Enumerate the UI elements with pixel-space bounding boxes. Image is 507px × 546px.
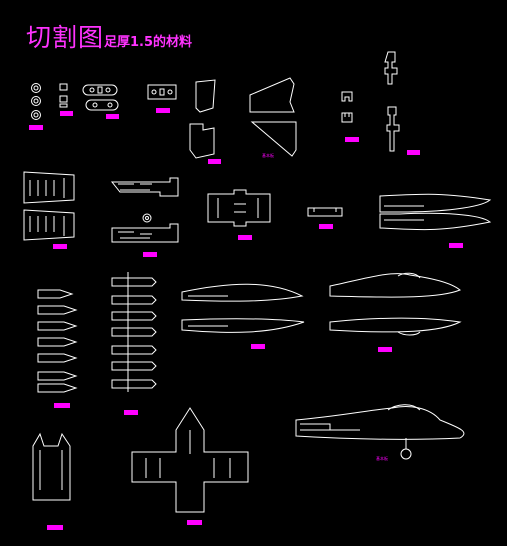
part-wings-small: 基本板 xyxy=(249,77,297,158)
part-tag xyxy=(54,403,70,408)
part-center-box xyxy=(207,189,271,240)
part-ribs xyxy=(111,272,157,415)
part-fins xyxy=(189,79,221,164)
title-main: 切割图 xyxy=(26,23,105,52)
part-label: 基本板 xyxy=(262,152,274,158)
part-rings xyxy=(29,83,43,130)
diagram-title: 切割图足厚1.5的材料 xyxy=(26,18,192,54)
title-sub: 足厚1.5的材料 xyxy=(104,35,193,50)
part-formers xyxy=(110,177,179,257)
part-assembled-model: 基本板 xyxy=(295,404,465,461)
part-fuselage-canopy xyxy=(329,272,462,352)
part-links xyxy=(82,84,119,119)
part-tag xyxy=(106,114,119,119)
part-tag xyxy=(187,520,202,525)
part-tag xyxy=(60,111,73,116)
part-wing-halves xyxy=(379,193,492,248)
part-tag xyxy=(47,525,63,530)
part-rail xyxy=(307,207,343,229)
part-tag xyxy=(124,410,138,415)
part-clips xyxy=(341,91,359,142)
part-tag xyxy=(319,224,333,229)
part-tail-plates xyxy=(23,171,75,249)
part-fuselage-sides xyxy=(181,283,305,349)
part-bracket xyxy=(147,84,177,113)
part-tag xyxy=(251,344,265,349)
part-tag xyxy=(53,244,67,249)
part-tag xyxy=(29,125,43,130)
part-small-blocks xyxy=(59,83,73,116)
part-tag xyxy=(156,108,170,113)
part-tag xyxy=(143,252,157,257)
part-tag xyxy=(407,150,420,155)
part-tag xyxy=(449,243,463,248)
part-tag xyxy=(238,235,252,240)
part-tag xyxy=(345,137,359,142)
part-rocket-stack xyxy=(37,289,78,408)
part-main-frame xyxy=(131,407,249,525)
part-tag xyxy=(378,347,392,352)
part-tag xyxy=(208,159,221,164)
part-label: 基本板 xyxy=(376,455,388,461)
part-spars xyxy=(384,51,420,155)
part-nose-cone xyxy=(32,432,71,530)
